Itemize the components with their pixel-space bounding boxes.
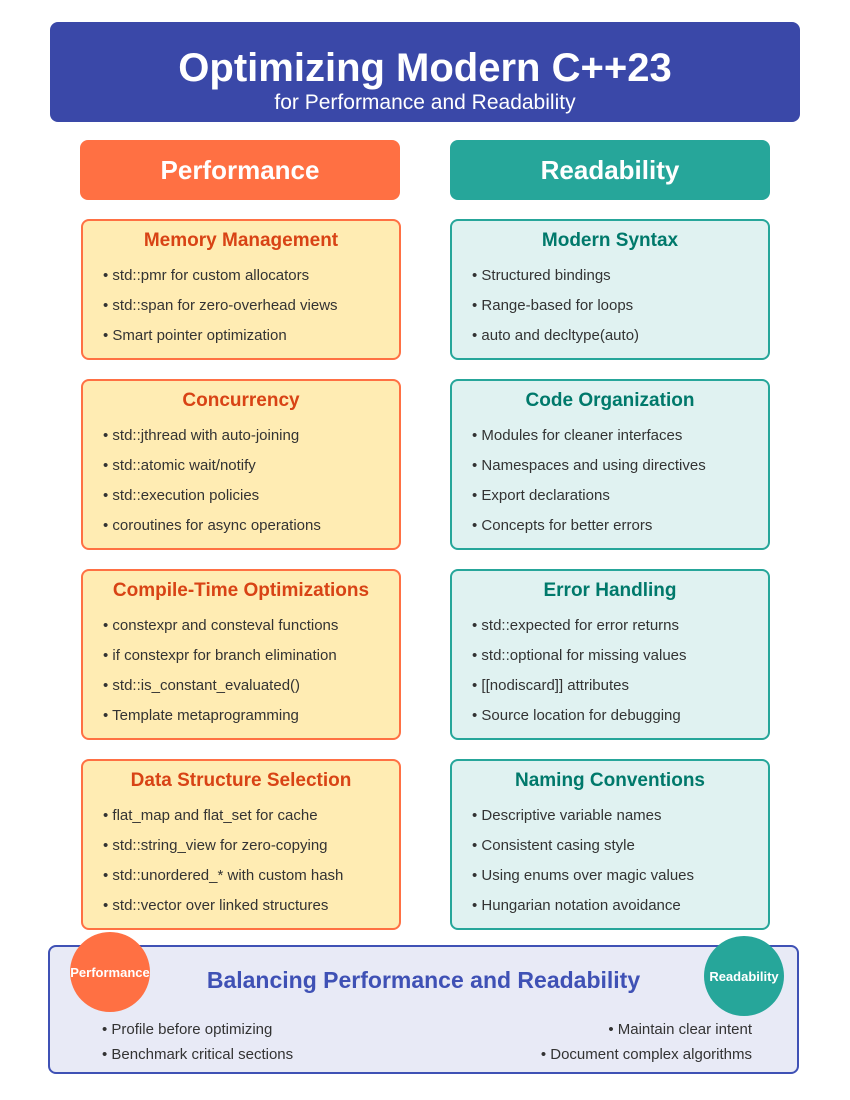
list-item: • Modules for cleaner interfaces xyxy=(472,427,683,444)
card-title: Compile-Time Optimizations xyxy=(112,580,370,601)
list-item: • [[nodiscard]] attributes xyxy=(472,677,629,694)
list-item: • std::vector over linked structures xyxy=(103,897,329,914)
list-item: • Concepts for better errors xyxy=(472,517,653,534)
card-naming-conventions: Naming Conventions • Descriptive variabl… xyxy=(450,759,770,930)
balance-left-list: • Profile before optimizing • Benchmark … xyxy=(102,1017,293,1067)
card-memory-management: Memory Management • std::pmr for custom … xyxy=(81,219,401,360)
card-item-list: • std::expected for error returns • std:… xyxy=(472,611,687,731)
list-item: • std::execution policies xyxy=(103,487,260,504)
list-item: • Document complex algorithms xyxy=(540,1046,752,1063)
balance-panel: Balancing Performance and Readability • … xyxy=(48,945,799,1074)
balance-right-list: • Maintain clear intent • Document compl… xyxy=(541,1017,752,1067)
list-item: • Range-based for loops xyxy=(472,297,634,314)
list-item: • Namespaces and using directives xyxy=(472,457,706,474)
list-item: • std::expected for error returns xyxy=(472,617,680,634)
list-item: • constexpr and consteval functions xyxy=(103,617,339,634)
card-title: Data Structure Selection xyxy=(130,770,352,791)
card-item-list: • flat_map and flat_set for cache • std:… xyxy=(103,801,343,921)
list-item: • auto and decltype(auto) xyxy=(472,327,640,344)
card-data-structure-selection: Data Structure Selection • flat_map and … xyxy=(81,759,401,930)
list-item: • Hungarian notation avoidance xyxy=(472,897,681,914)
card-modern-syntax: Modern Syntax • Structured bindings • Ra… xyxy=(450,219,770,360)
card-title: Modern Syntax xyxy=(541,230,679,251)
header-banner: Optimizing Modern C++23 for Performance … xyxy=(50,22,800,122)
list-item: • std::unordered_* with custom hash xyxy=(103,867,344,884)
list-item: • std::jthread with auto-joining xyxy=(103,427,300,444)
card-code-organization: Code Organization • Modules for cleaner … xyxy=(450,379,770,550)
readability-column-header: Readability xyxy=(450,140,770,200)
balance-title: Balancing Performance and Readability xyxy=(206,967,641,993)
list-item: • std::optional for missing values xyxy=(472,647,687,664)
list-item: • std::atomic wait/notify xyxy=(103,457,256,474)
list-item: • Source location for debugging xyxy=(472,707,681,724)
card-item-list: • std::jthread with auto-joining • std::… xyxy=(103,421,321,541)
list-item: • if constexpr for branch elimination xyxy=(103,647,337,664)
list-item: • std::is_constant_evaluated() xyxy=(103,677,301,694)
performance-column-header: Performance xyxy=(80,140,400,200)
list-item: • std::span for zero-overhead views xyxy=(103,297,338,314)
list-item: • Using enums over magic values xyxy=(472,867,695,884)
page-subtitle: for Performance and Readability xyxy=(274,91,576,114)
list-item: • coroutines for async operations xyxy=(103,517,321,534)
card-title: Concurrency xyxy=(182,390,300,411)
page-title: Optimizing Modern C++23 xyxy=(178,46,672,90)
card-compile-time-optimizations: Compile-Time Optimizations • constexpr a… xyxy=(81,569,401,740)
list-item: • flat_map and flat_set for cache xyxy=(103,807,318,824)
list-item: • Export declarations xyxy=(472,487,610,504)
list-item: • std::pmr for custom allocators xyxy=(103,267,310,284)
performance-badge: Performance xyxy=(70,932,150,1012)
list-item: • Template metaprogramming xyxy=(103,707,299,724)
card-title: Memory Management xyxy=(143,230,339,251)
card-item-list: • constexpr and consteval functions • if… xyxy=(103,611,338,731)
card-item-list: • Descriptive variable names • Consisten… xyxy=(472,801,694,921)
list-item: • Profile before optimizing xyxy=(102,1021,273,1038)
card-item-list: • std::pmr for custom allocators • std::… xyxy=(103,261,338,351)
card-error-handling: Error Handling • std::expected for error… xyxy=(450,569,770,740)
list-item: • Structured bindings xyxy=(472,267,611,284)
list-item: • Maintain clear intent xyxy=(608,1021,752,1038)
list-item: • Smart pointer optimization xyxy=(103,327,287,344)
card-item-list: • Modules for cleaner interfaces • Names… xyxy=(472,421,706,541)
card-concurrency: Concurrency • std::jthread with auto-joi… xyxy=(81,379,401,550)
card-title: Code Organization xyxy=(525,390,695,411)
card-item-list: • Structured bindings • Range-based for … xyxy=(472,261,639,351)
card-title: Naming Conventions xyxy=(514,770,705,791)
card-title: Error Handling xyxy=(543,580,677,601)
list-item: • Consistent casing style xyxy=(472,837,635,854)
list-item: • std::string_view for zero-copying xyxy=(103,837,328,854)
list-item: • Descriptive variable names xyxy=(472,807,662,824)
list-item: • Benchmark critical sections xyxy=(102,1046,294,1063)
readability-badge: Readability xyxy=(704,936,784,1016)
